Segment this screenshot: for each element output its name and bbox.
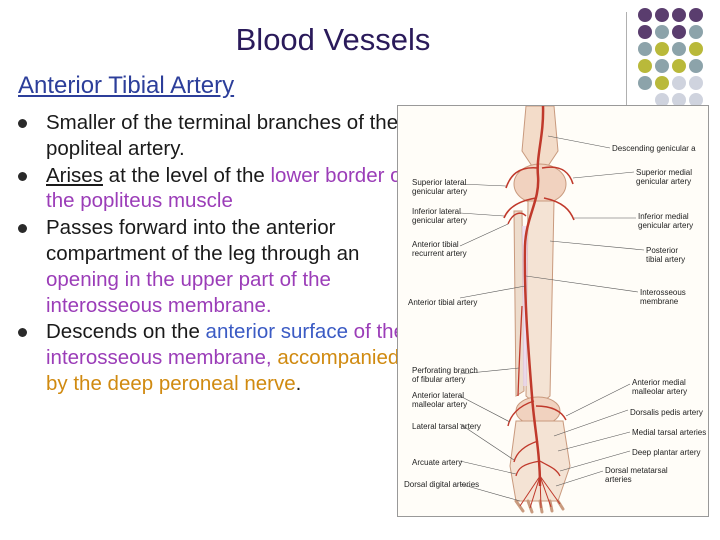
bullet-text: Descends on the — [46, 320, 206, 344]
label-perforating-branch: Perforating branch of fibular artery — [412, 366, 478, 384]
decorative-dot-icon — [689, 76, 703, 90]
slide-title: Blood Vessels — [235, 22, 431, 57]
label-superior-medial-genicular: Superior medial genicular artery — [636, 168, 693, 186]
label-dorsal-digital: Dorsal digital arteries — [404, 480, 480, 489]
label-posterior-tibial: Posterior tibial artery — [646, 246, 686, 264]
decorative-dot-icon — [689, 93, 703, 107]
label-inferior-lateral-genicular: Inferior lateral genicular artery — [412, 207, 468, 225]
decorative-dot-icon — [689, 42, 703, 56]
decorative-dot-icon — [655, 25, 669, 39]
decorative-dot-icon — [689, 8, 703, 22]
decorative-dot-icon — [672, 8, 686, 22]
label-anterior-lateral-malleolar: Anterior lateral malleolar artery — [412, 391, 468, 409]
bullet-text: opening in the upper part of the interos… — [46, 267, 331, 317]
bullet-dot-icon — [18, 328, 27, 338]
decorative-dot-icon — [655, 93, 669, 107]
label-anterior-tibial-recurrent: Anterior tibial recurrent artery — [412, 240, 467, 258]
bullet-dot-icon — [18, 171, 27, 181]
slide-subtitle: Anterior Tibial Artery — [18, 72, 235, 99]
bullet-text: accompanied by the deep peroneal nerve — [46, 346, 400, 395]
label-anterior-tibial-artery: Anterior tibial artery — [408, 298, 478, 307]
label-dorsalis-pedis: Dorsalis pedis artery — [630, 408, 703, 417]
bullet-text: Passes forward into the anterior compart… — [46, 216, 360, 265]
label-anterior-medial-malleolar: Anterior medial malleolar artery — [632, 378, 688, 396]
label-medial-tarsal: Medial tarsal arteries — [632, 428, 707, 437]
bullet-text: . — [295, 371, 302, 395]
label-lateral-tarsal: Lateral tarsal artery — [412, 422, 481, 431]
decorative-dot-icon — [655, 42, 669, 56]
decorative-dot-icon — [689, 25, 703, 39]
decorative-dot-icon — [689, 59, 703, 73]
bullet-item: Passes forward into the anterior compart… — [18, 215, 408, 318]
decorative-dot-icon — [672, 76, 686, 90]
label-dorsal-metatarsal: Dorsal metatarsal arteries — [605, 466, 668, 484]
bullet-dot-icon — [18, 224, 27, 234]
decorative-dot-icon — [638, 59, 652, 73]
bullet-dot-icon — [18, 119, 27, 128]
decorative-dot-icon — [638, 42, 652, 56]
decorative-dot-icon — [638, 8, 652, 22]
decorative-dot-icon — [655, 59, 669, 73]
decorative-dot-icon — [672, 59, 686, 73]
bullet-text: of the interosseous membrane, — [46, 320, 405, 370]
bullet-text: Arises — [46, 163, 103, 187]
bullet-text: anterior surface — [205, 320, 348, 344]
bullet-text: Smaller of the terminal branches of the … — [46, 111, 399, 160]
label-interosseous-membrane: Interosseous membrane — [640, 288, 686, 306]
decorative-dot-icon — [638, 25, 652, 39]
decorative-dot-icon — [672, 42, 686, 56]
bullet-list: Smaller of the terminal branches of the … — [18, 110, 408, 398]
leg-artery-illustration — [459, 106, 645, 514]
bullet-text: lower border of the popliteus muscle — [46, 163, 408, 213]
corner-divider — [626, 12, 627, 112]
bullet-text: at the level of the — [102, 163, 271, 187]
anatomy-figure: Superior lateral genicular artery Inferi… — [397, 105, 709, 517]
bullet-item: Descends on the anterior surface of the … — [18, 319, 408, 396]
bullet-item: Smaller of the terminal branches of the … — [18, 110, 408, 162]
decorative-dot-icon — [672, 25, 686, 39]
label-deep-plantar: Deep plantar artery — [632, 448, 701, 457]
label-arcuate-artery: Arcuate artery — [412, 458, 463, 467]
label-superior-lateral-genicular: Superior lateral genicular artery — [412, 178, 468, 196]
label-descending-genicular: Descending genicular a — [612, 144, 696, 153]
decorative-dot-icon — [655, 8, 669, 22]
bullet-item: Arises at the level of the lower border … — [18, 163, 408, 215]
decorative-dot-icon — [655, 76, 669, 90]
label-inferior-medial-genicular: Inferior medial genicular artery — [638, 212, 694, 230]
decorative-dot-icon — [672, 93, 686, 107]
decorative-dot-icon — [638, 76, 652, 90]
